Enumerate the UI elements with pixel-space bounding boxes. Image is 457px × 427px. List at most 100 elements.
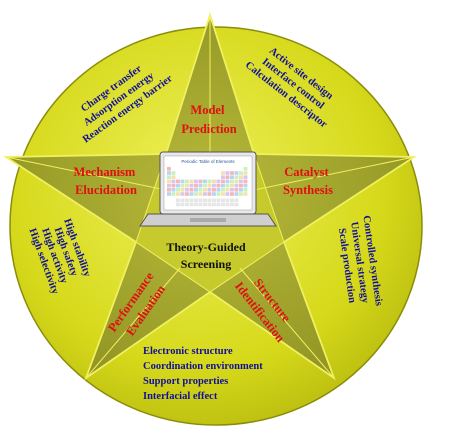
periodic-table-cell [225, 183, 230, 188]
periodic-table-cell [189, 188, 194, 192]
periodic-table-cell [180, 202, 185, 207]
periodic-table-cell [198, 179, 203, 184]
periodic-table-cell [230, 175, 234, 179]
periodic-table-cell [189, 192, 194, 196]
periodic-table-cell [212, 202, 216, 207]
center-label-line2: Screening [181, 257, 231, 271]
periodic-table-cell [198, 198, 203, 203]
periodic-table-cell [198, 183, 203, 188]
periodic-table-cell [212, 192, 216, 196]
periodic-table-cell [230, 198, 234, 203]
laptop-periodic-table-icon: Periodic Table of Elements [139, 151, 277, 227]
star-arm-highlights [5, 15, 415, 379]
periodic-table-cell [216, 188, 221, 192]
periodic-table-cell [185, 198, 189, 203]
periodic-table-cell [167, 188, 171, 192]
periodic-table-cell [212, 188, 216, 192]
periodic-table-cell [243, 192, 248, 196]
periodic-table-cell [221, 192, 225, 196]
periodic-table-cell [239, 183, 243, 188]
periodic-table-cell [185, 183, 189, 188]
periodic-table-cell [243, 171, 248, 175]
periodic-table-cell [194, 183, 198, 188]
periodic-table-cell [225, 202, 230, 207]
periodic-table-cell [221, 171, 225, 175]
periodic-table-cell [243, 179, 248, 184]
periodic-table-cell [234, 202, 239, 207]
periodic-table-cell [225, 175, 230, 179]
periodic-table-cell [216, 192, 221, 196]
periodic-table-cell [167, 175, 171, 179]
mechanism-elucidation-label: Mechanism Elucidation [74, 165, 139, 197]
periodic-table-cell [239, 175, 243, 179]
periodic-table-cell [234, 179, 239, 184]
model-prediction-label: Model Prediction [181, 103, 236, 136]
periodic-table-cell [207, 183, 212, 188]
periodic-table-cell [189, 179, 194, 184]
periodic-table-cell [207, 188, 212, 192]
periodic-table-cell [203, 188, 207, 192]
periodic-table-cell [216, 202, 221, 207]
periodic-table-cell [176, 202, 180, 207]
periodic-table-cell [221, 183, 225, 188]
periodic-table-cell [216, 198, 221, 203]
periodic-table-cell [176, 198, 180, 203]
periodic-table-cell [171, 192, 176, 196]
periodic-table-cell [180, 188, 185, 192]
periodic-table-cell [221, 202, 225, 207]
periodic-table-cell [203, 179, 207, 184]
periodic-table-cell [185, 192, 189, 196]
periodic-table-cell [207, 192, 212, 196]
periodic-table-cell [234, 183, 239, 188]
periodic-table-cell [230, 179, 234, 184]
periodic-table-cell [234, 175, 239, 179]
periodic-table-cell [185, 188, 189, 192]
periodic-table-cell [212, 179, 216, 184]
periodic-table-cell [230, 202, 234, 207]
periodic-table-cell [225, 198, 230, 203]
periodic-table-cell [167, 171, 171, 175]
periodic-table-grid [167, 167, 248, 207]
periodic-table-cell [185, 179, 189, 184]
sector-bottom-text: Electronic structure Coordination enviro… [143, 346, 265, 402]
periodic-table-cell [194, 192, 198, 196]
periodic-table-cell [176, 188, 180, 192]
periodic-table-cell [167, 179, 171, 184]
periodic-table-cell [225, 192, 230, 196]
periodic-table-cell [212, 183, 216, 188]
periodic-table-cell [180, 192, 185, 196]
periodic-table-cell [221, 188, 225, 192]
periodic-table-cell [243, 188, 248, 192]
periodic-table-cell [239, 171, 243, 175]
periodic-table-cell [203, 192, 207, 196]
periodic-table-cell [239, 188, 243, 192]
periodic-table-cell [167, 183, 171, 188]
periodic-table-cell [171, 179, 176, 184]
center-label-line1: Theory-Guided [166, 240, 246, 254]
periodic-table-cell [176, 183, 180, 188]
periodic-table-cell [230, 188, 234, 192]
periodic-table-cell [230, 171, 234, 175]
periodic-table-cell [171, 175, 176, 179]
periodic-table-cell [194, 179, 198, 184]
periodic-table-cell [194, 202, 198, 207]
periodic-table-cell [194, 198, 198, 203]
periodic-table-cell [225, 188, 230, 192]
catalyst-synthesis-label: Catalyst Synthesis [283, 165, 333, 197]
periodic-table-cell [189, 183, 194, 188]
periodic-table-cell [207, 198, 212, 203]
periodic-table-cell [207, 179, 212, 184]
periodic-table-cell [239, 192, 243, 196]
periodic-table-cell [198, 202, 203, 207]
periodic-table-cell [194, 188, 198, 192]
periodic-table-cell [203, 202, 207, 207]
periodic-table-cell [212, 198, 216, 203]
periodic-table-cell [185, 202, 189, 207]
periodic-table-cell [243, 175, 248, 179]
periodic-table-cell [180, 179, 185, 184]
periodic-table-cell [225, 171, 230, 175]
periodic-table-cell [203, 183, 207, 188]
periodic-table-cell [203, 198, 207, 203]
periodic-table-cell [234, 171, 239, 175]
